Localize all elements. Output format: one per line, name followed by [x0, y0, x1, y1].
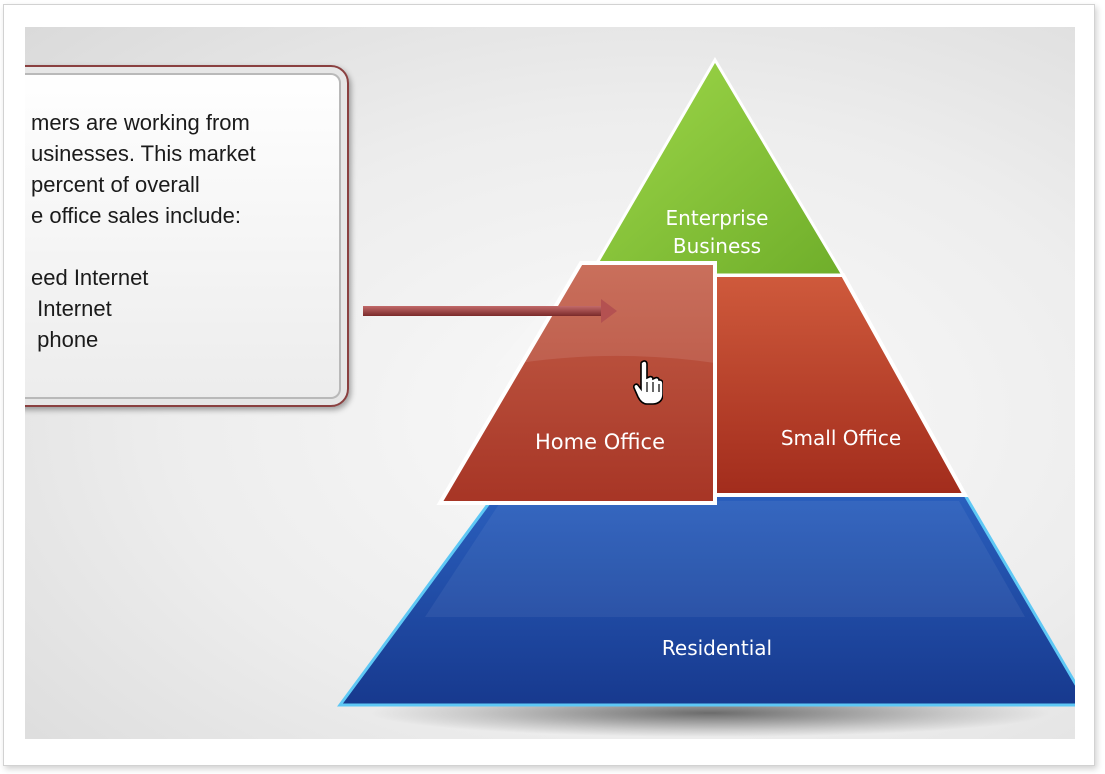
callout-line-4: e office sales include: — [31, 203, 241, 228]
market-pyramid-diagram: Enterprise Business Home Office Small Of… — [337, 57, 1075, 737]
callout-line-2: usinesses. This market — [31, 141, 256, 166]
small-office-label: Small Office — [781, 426, 901, 450]
callout-bullet-2: Internet — [31, 296, 112, 321]
home-office-segment[interactable] — [436, 261, 717, 505]
residential-label: Residential — [662, 636, 772, 660]
callout-line-3: percent of overall — [31, 172, 200, 197]
slide-frame: Enterprise Business Home Office Small Of… — [3, 4, 1095, 766]
enterprise-label-line2: Business — [673, 234, 761, 258]
slide-stage: Enterprise Business Home Office Small Of… — [25, 27, 1075, 739]
callout-box: mers are working from usinesses. This ma… — [25, 65, 349, 407]
callout-bullet-3: phone — [31, 327, 99, 352]
callout-bullet-1: eed Internet — [31, 265, 149, 290]
callout-line-1: mers are working from — [31, 110, 250, 135]
callout-arrow — [363, 299, 617, 323]
home-office-label: Home Office — [535, 430, 665, 454]
residential-highlight — [425, 501, 1025, 617]
hand-pointer-icon — [633, 360, 663, 405]
enterprise-label-line1: Enterprise — [666, 206, 769, 230]
